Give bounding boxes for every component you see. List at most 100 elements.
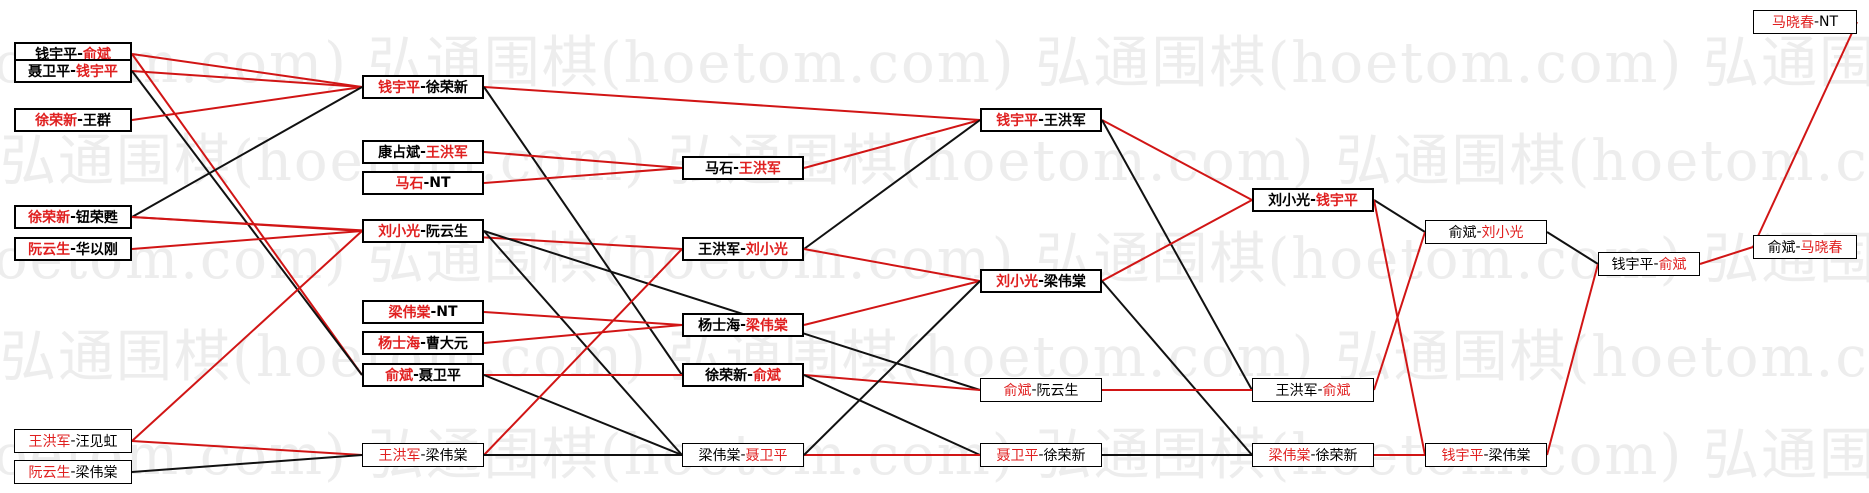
- match-separator: -: [1317, 382, 1323, 398]
- match-box[interactable]: 梁伟棠-徐荣新: [1252, 443, 1374, 467]
- match-box[interactable]: 徐荣新-钮荣甦: [14, 205, 132, 229]
- player-a-name: 阮云生: [28, 465, 71, 481]
- player-b-name: 徐荣新: [425, 80, 468, 96]
- match-box[interactable]: 俞斌-刘小光: [1425, 220, 1547, 244]
- match-box[interactable]: 康占斌-王洪军: [362, 140, 484, 164]
- match-box[interactable]: 钱宇平-王洪军: [980, 108, 1102, 132]
- player-a-name: 王洪军: [378, 448, 421, 464]
- player-b-name: 马晓春: [1800, 240, 1843, 256]
- bracket-link-loss: [483, 86, 683, 376]
- player-b-name: 钮荣甦: [75, 210, 118, 226]
- match-box[interactable]: 俞斌-阮云生: [980, 378, 1102, 402]
- match-box[interactable]: 王洪军-梁伟棠: [362, 443, 484, 467]
- match-separator: -: [1038, 447, 1044, 463]
- player-a-name: 王洪军: [1275, 383, 1318, 399]
- match-separator: -: [420, 79, 426, 95]
- match-box[interactable]: 徐荣新-俞斌: [682, 363, 804, 387]
- bracket-link-win: [1101, 199, 1253, 282]
- player-a-name: 钱宇平: [1441, 448, 1484, 464]
- match-separator: -: [420, 335, 426, 351]
- bracket-link-win: [1373, 231, 1426, 391]
- bracket-link-win: [803, 280, 981, 326]
- player-a-name: 阮云生: [28, 242, 71, 258]
- bracket-link-loss: [1101, 119, 1253, 391]
- player-b-name: 梁伟棠: [75, 465, 118, 481]
- match-box[interactable]: 杨士海-曹大元: [362, 331, 484, 355]
- player-b-name: 王洪军: [738, 161, 781, 177]
- match-box[interactable]: 徐荣新-王群: [14, 108, 132, 132]
- bracket-link-loss: [131, 86, 363, 218]
- player-a-name: 刘小光: [1268, 193, 1311, 209]
- bracket-link-loss: [803, 119, 981, 250]
- player-a-name: 钱宇平: [1611, 257, 1654, 273]
- match-separator: -: [733, 160, 739, 176]
- player-b-name: 汪见虹: [75, 434, 118, 450]
- player-a-name: 梁伟棠: [698, 448, 741, 464]
- match-box[interactable]: 马石-王洪军: [682, 156, 804, 180]
- match-separator: -: [77, 46, 83, 62]
- match-box[interactable]: 王洪军-俞斌: [1252, 378, 1374, 402]
- player-a-name: 徐荣新: [28, 210, 71, 226]
- match-box[interactable]: 杨士海-梁伟棠: [682, 313, 804, 337]
- match-separator: -: [1310, 447, 1316, 463]
- match-box[interactable]: 聂卫平-钱宇平: [14, 59, 132, 83]
- match-separator: -: [740, 317, 746, 333]
- match-box[interactable]: 阮云生-华以刚: [14, 237, 132, 261]
- match-box[interactable]: 钱宇平-梁伟棠: [1425, 443, 1547, 467]
- player-b-name: 王洪军: [425, 145, 468, 161]
- bracket-link-win: [483, 167, 683, 184]
- player-b-name: 阮云生: [425, 224, 468, 240]
- match-separator: -: [77, 112, 83, 128]
- bracket-link-win: [131, 53, 363, 376]
- bracket-link-win: [1699, 246, 1754, 265]
- bracket-link-loss: [1373, 199, 1426, 233]
- match-separator: -: [747, 367, 753, 383]
- player-b-name: 梁伟棠: [745, 318, 788, 334]
- match-box[interactable]: 刘小光-阮云生: [362, 219, 484, 243]
- bracket-link-win: [131, 86, 363, 121]
- match-separator: -: [740, 447, 746, 463]
- match-box[interactable]: 阮云生-梁伟棠: [14, 460, 132, 484]
- match-separator: -: [1038, 112, 1044, 128]
- match-separator: -: [1038, 273, 1044, 289]
- bracket-link-win: [131, 53, 363, 88]
- player-b-name: 梁伟棠: [1043, 274, 1086, 290]
- match-separator: -: [1795, 239, 1801, 255]
- match-box[interactable]: 俞斌-聂卫平: [362, 363, 484, 387]
- player-a-name: 徐荣新: [705, 368, 748, 384]
- match-box[interactable]: 马晓春-NT: [1753, 10, 1857, 34]
- player-b-name: 徐荣新: [1043, 448, 1086, 464]
- player-b-name: 刘小光: [745, 242, 788, 258]
- match-box[interactable]: 俞斌-马晓春: [1753, 235, 1857, 259]
- match-box[interactable]: 王洪军-刘小光: [682, 237, 804, 261]
- bracket-link-loss: [131, 454, 363, 473]
- match-box[interactable]: 聂卫平-徐荣新: [980, 443, 1102, 467]
- player-a-name: 梁伟棠: [388, 305, 431, 321]
- player-a-name: 钱宇平: [996, 113, 1039, 129]
- bracket-link-win: [1101, 119, 1253, 201]
- player-a-name: 康占斌: [378, 145, 421, 161]
- bracket-link-win: [131, 230, 363, 442]
- match-box[interactable]: 刘小光-梁伟棠: [980, 269, 1102, 293]
- player-a-name: 杨士海: [378, 336, 421, 352]
- match-box[interactable]: 梁伟棠-NT: [362, 300, 484, 324]
- match-box[interactable]: 钱宇平-徐荣新: [362, 75, 484, 99]
- player-b-name: NT: [436, 304, 458, 320]
- match-separator: -: [70, 241, 76, 257]
- match-separator: -: [70, 433, 76, 449]
- match-box[interactable]: 马石-NT: [362, 171, 484, 195]
- bracket-link-win: [1373, 199, 1426, 456]
- player-a-name: 刘小光: [378, 224, 421, 240]
- bracket-link-win: [483, 86, 981, 121]
- match-separator: -: [1483, 447, 1489, 463]
- match-separator: -: [420, 223, 426, 239]
- bracket-link-loss: [1101, 280, 1253, 456]
- match-box[interactable]: 刘小光-钱宇平: [1252, 188, 1374, 212]
- match-separator: -: [1310, 192, 1316, 208]
- match-box[interactable]: 梁伟棠-聂卫平: [682, 443, 804, 467]
- match-separator: -: [413, 367, 419, 383]
- match-box[interactable]: 王洪军-汪见虹: [14, 429, 132, 453]
- match-box[interactable]: 钱宇平-俞斌: [1598, 252, 1700, 276]
- player-b-name: 刘小光: [1481, 225, 1524, 241]
- bracket-link-win: [803, 119, 981, 169]
